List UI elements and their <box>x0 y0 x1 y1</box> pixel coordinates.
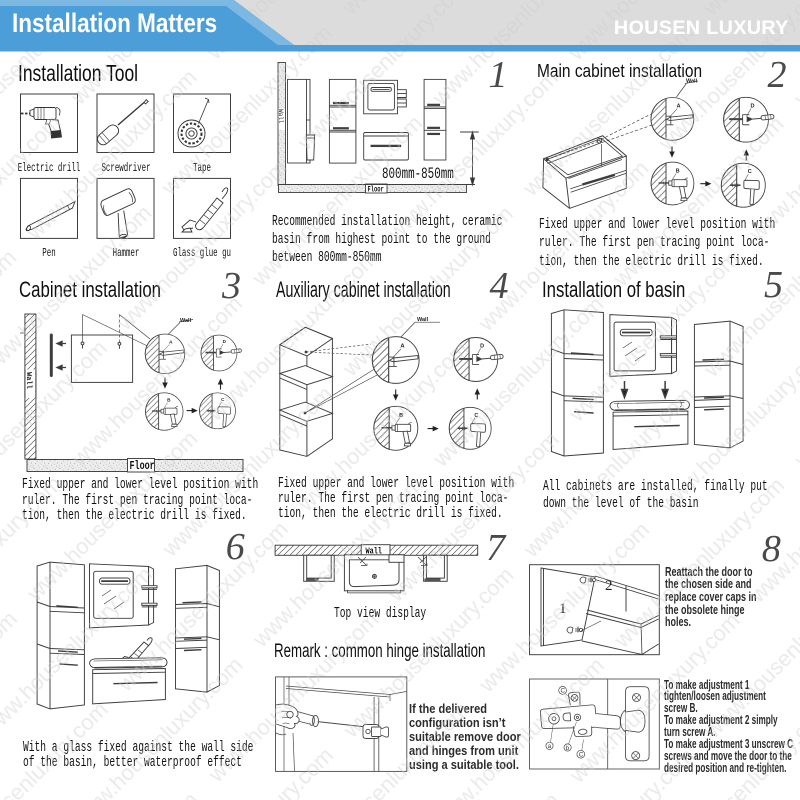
svg-text:800mm-850mm: 800mm-850mm <box>382 166 454 184</box>
svg-text:C: C <box>561 688 566 695</box>
svg-text:Wall: Wall <box>180 318 192 324</box>
svg-text:Floor: Floor <box>368 186 384 195</box>
svg-text:Wall: Wall <box>686 79 698 85</box>
svg-text:C: C <box>579 752 584 759</box>
svg-text:Wall: Wall <box>24 372 32 389</box>
svg-text:2: 2 <box>605 578 613 594</box>
svg-text:Wall: Wall <box>417 317 429 323</box>
svg-text:Wall: Wall <box>277 109 284 124</box>
svg-text:Floor: Floor <box>130 460 155 474</box>
svg-text:1: 1 <box>559 601 567 617</box>
